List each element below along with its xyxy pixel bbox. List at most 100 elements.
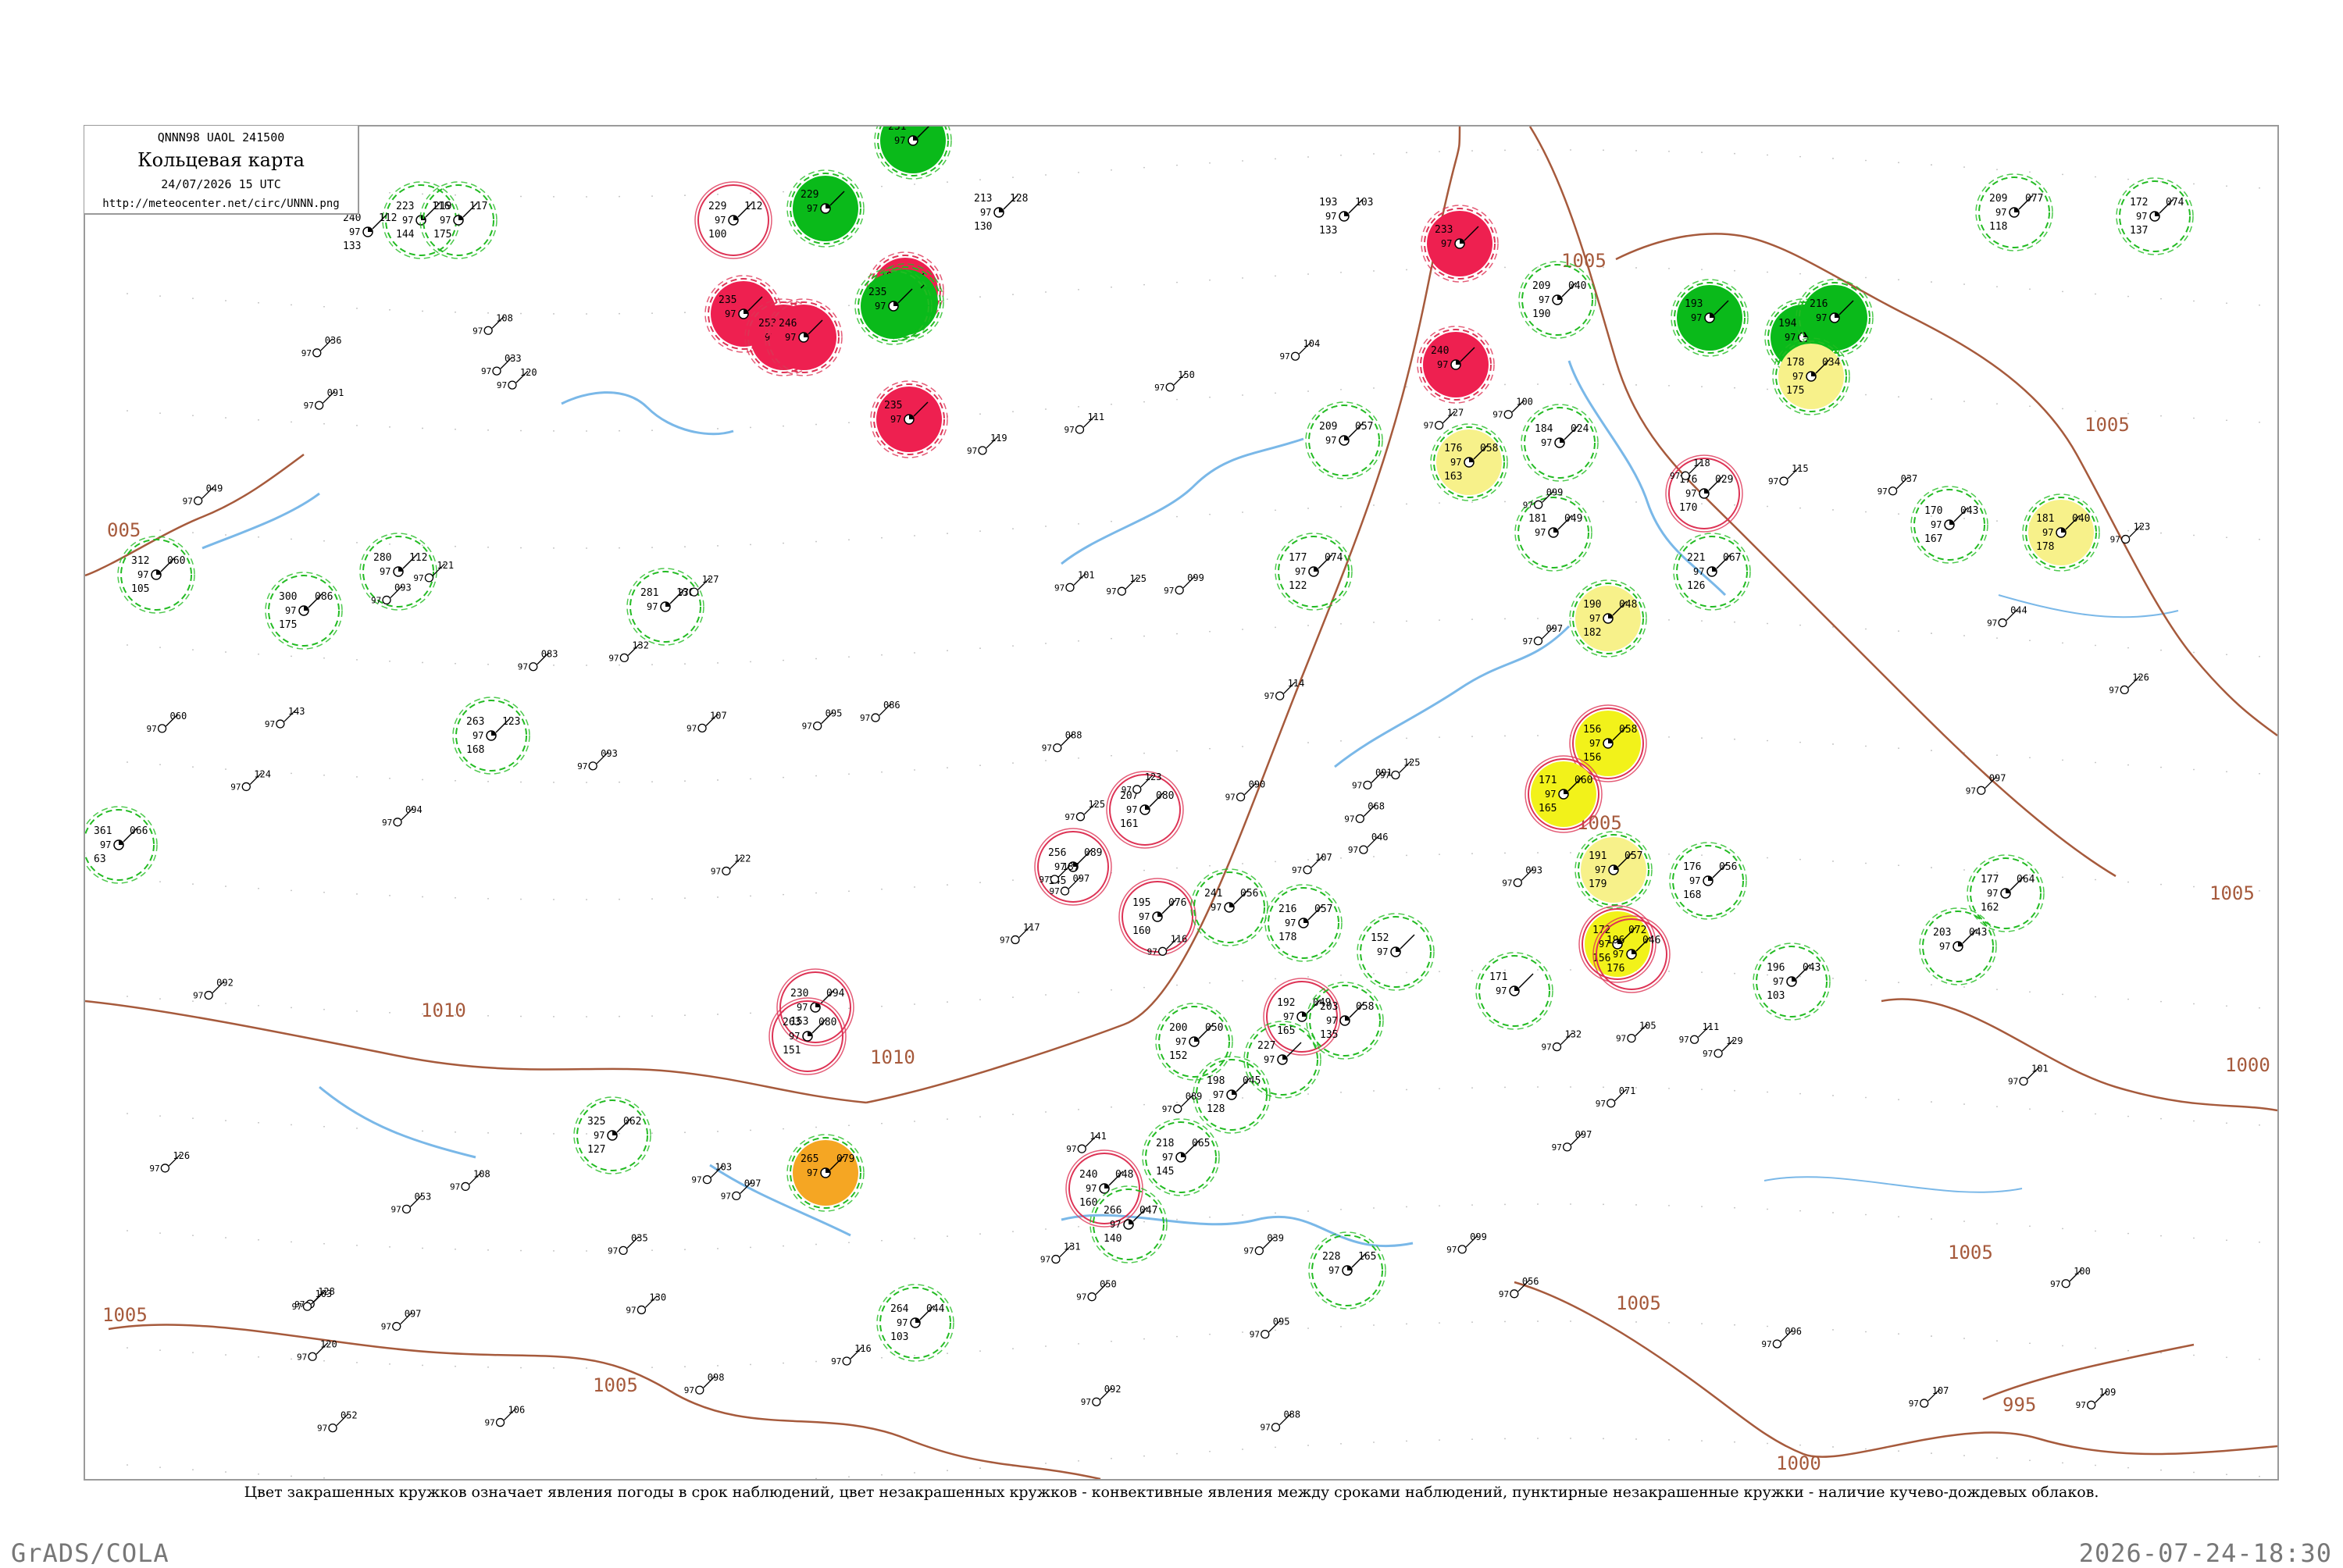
station-dewpoint: 103 — [1767, 990, 1785, 1002]
isobar-label: 1005 — [593, 1374, 638, 1396]
svg-text:97: 97 — [1552, 1142, 1562, 1153]
station-value: 088 — [1283, 1409, 1300, 1420]
svg-text:97: 97 — [391, 1204, 401, 1214]
station-temperature: 264 — [890, 1303, 909, 1315]
station-dewpoint: 130 — [974, 221, 992, 233]
station-dewpoint: 140 — [1104, 1233, 1122, 1245]
station-value: 130 — [649, 1292, 666, 1303]
svg-text:97: 97 — [1773, 976, 1784, 987]
station-pressure: 058 — [1619, 724, 1637, 736]
source-url[interactable]: http://meteocenter.net/circ/UNNN.png — [102, 198, 340, 210]
svg-text:97: 97 — [1225, 793, 1236, 803]
station-pressure: 040 — [1568, 280, 1586, 292]
svg-text:97: 97 — [894, 135, 905, 146]
station-dewpoint: 118 — [1989, 221, 2007, 233]
isobar-labels: 1005005101010101005100510051005100510051… — [102, 250, 2270, 1474]
svg-text:97: 97 — [608, 653, 619, 663]
svg-text:97: 97 — [518, 662, 528, 672]
svg-text:97: 97 — [831, 1356, 841, 1367]
legend-caption: Цвет закрашенных кружков означает явлени… — [244, 1484, 2099, 1501]
svg-text:97: 97 — [802, 722, 812, 732]
svg-text:97: 97 — [2050, 1279, 2060, 1289]
svg-text:97: 97 — [594, 1130, 604, 1141]
station-pressure: 034 — [1822, 357, 1841, 369]
svg-text:97: 97 — [684, 1385, 694, 1395]
station-value: 099 — [1187, 572, 1204, 583]
station-value: 101 — [2031, 1064, 2049, 1074]
station-value: 083 — [541, 649, 558, 660]
station-temperature: 231 — [888, 127, 906, 133]
svg-text:97: 97 — [380, 566, 390, 577]
svg-text:97: 97 — [1154, 383, 1164, 393]
isobars — [85, 127, 2277, 1479]
station-dewpoint: 175 — [433, 229, 451, 241]
svg-text:97: 97 — [1878, 486, 1888, 497]
svg-text:97: 97 — [1292, 865, 1302, 875]
station-dewpoint: 167 — [1924, 533, 1942, 545]
station-temperature: 227 — [1257, 1040, 1275, 1052]
station-dewpoint: 170 — [1679, 502, 1697, 514]
svg-text:97: 97 — [1761, 1339, 1771, 1349]
station-temperature: 235 — [884, 400, 902, 412]
station-temperature: 200 — [1169, 1022, 1187, 1034]
station-pressure: 050 — [1205, 1022, 1223, 1034]
station-temperature: 177 — [1289, 552, 1307, 564]
station-pressure: 116 — [432, 201, 450, 212]
svg-text:97: 97 — [1328, 1265, 1339, 1276]
svg-text:97: 97 — [1054, 583, 1065, 593]
station-pressure: 074 — [2166, 197, 2184, 208]
svg-text:97: 97 — [1995, 207, 2006, 218]
station-temperature: 216 — [1278, 903, 1296, 915]
svg-text:97: 97 — [1380, 770, 1390, 780]
svg-text:97: 97 — [1589, 738, 1600, 749]
svg-text:97: 97 — [371, 595, 381, 605]
station-dewpoint: 165 — [1277, 1025, 1295, 1037]
svg-text:97: 97 — [2110, 535, 2120, 545]
station-temperature: 196 — [1767, 962, 1785, 974]
svg-text:97: 97 — [1243, 1246, 1254, 1256]
station-pressure: 074 — [1325, 552, 1343, 564]
station-dewpoint: 168 — [1683, 889, 1701, 901]
svg-text:97: 97 — [686, 723, 697, 733]
svg-text:97: 97 — [1283, 1011, 1294, 1022]
station-temperature: 203 — [1320, 1001, 1338, 1013]
svg-text:97: 97 — [1616, 1034, 1626, 1044]
station-temperature: 230 — [790, 988, 808, 1000]
svg-text:97: 97 — [100, 839, 111, 850]
station-temperature: 171 — [1489, 971, 1507, 983]
station-dewpoint: 126 — [1687, 580, 1705, 592]
station-temperature: 240 — [1079, 1169, 1097, 1181]
station-dewpoint: 160 — [1079, 1197, 1097, 1209]
station-temperature: 223 — [396, 201, 414, 212]
station-dewpoint: 165 — [1539, 803, 1557, 814]
station-temperature: 192 — [1277, 997, 1295, 1009]
station-value: 120 — [520, 367, 537, 378]
svg-text:97: 97 — [1987, 618, 1997, 629]
station-pressure: 046 — [1642, 935, 1660, 946]
isobar-label: 1005 — [102, 1304, 148, 1326]
station-dewpoint: 161 — [1120, 818, 1138, 830]
station-temperature: 193 — [1319, 197, 1337, 208]
